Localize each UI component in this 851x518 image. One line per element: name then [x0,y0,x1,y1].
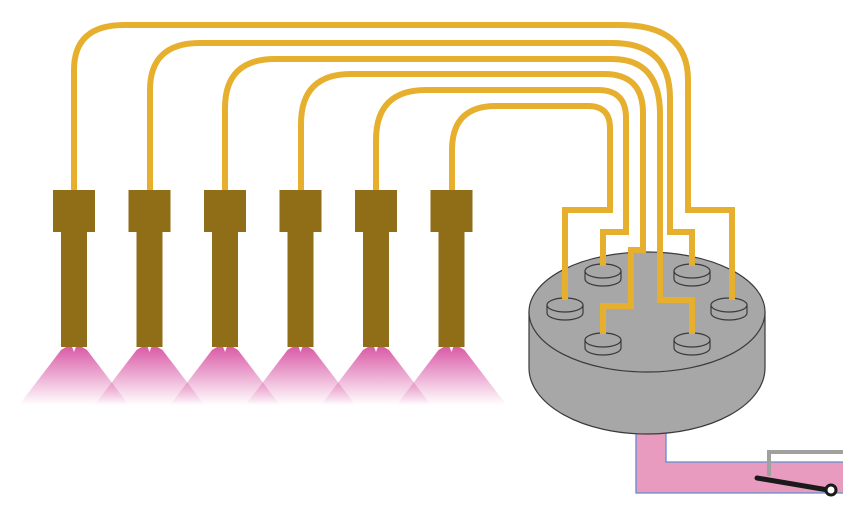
outlet-port-top [584,332,622,348]
nozzle-stem [363,232,389,347]
outlet-port-top [546,297,584,313]
feed-tube-group [71,22,735,334]
nozzle-head [128,190,171,232]
spray-plume-1 [19,344,129,405]
feed-tube-6 [449,103,613,300]
spray-plume-3 [170,344,280,405]
outlet-port-4 [673,263,711,287]
spray-plume-2 [94,344,205,405]
valve-lever[interactable] [754,450,843,497]
spray-nozzle-4 [279,190,322,347]
nozzle-stem [61,232,87,347]
outlet-port-5 [673,332,711,356]
outlet-port-2 [584,263,622,287]
feed-tube-4 [298,71,646,334]
nozzle-head [355,190,397,232]
nozzle-head [204,190,246,232]
nozzle-stem [287,232,314,347]
outlet-port-1 [546,297,584,321]
outlet-port-3 [584,332,622,356]
nozzle-stem [438,232,465,347]
spray-nozzle-2 [128,190,171,347]
outlet-port-top [673,263,711,279]
nozzle-stem [136,232,163,347]
nozzle-stem [212,232,238,347]
outlet-port-6 [710,297,748,321]
outlet-port-top [673,332,711,348]
spray-nozzle-6 [430,190,473,347]
spray-plume-4 [245,344,356,405]
outlet-port-top [710,297,748,313]
spray-plume-6 [396,344,507,405]
spray-nozzle-1 [53,190,95,347]
feed-tube-1 [71,22,735,300]
outlet-port-top [584,263,622,279]
nozzle-head [430,190,473,232]
feed-tube-2 [147,40,695,266]
feed-tube-5 [373,87,629,266]
nozzle-head [279,190,322,232]
nozzle-group [53,190,473,347]
spray-plume-5 [321,344,431,405]
supply-pipe [635,430,843,494]
spray-nozzle-5 [355,190,397,347]
spray-group [19,344,507,405]
feed-tube-3 [222,56,695,334]
spray-nozzle-3 [204,190,246,347]
nozzle-head [53,190,95,232]
